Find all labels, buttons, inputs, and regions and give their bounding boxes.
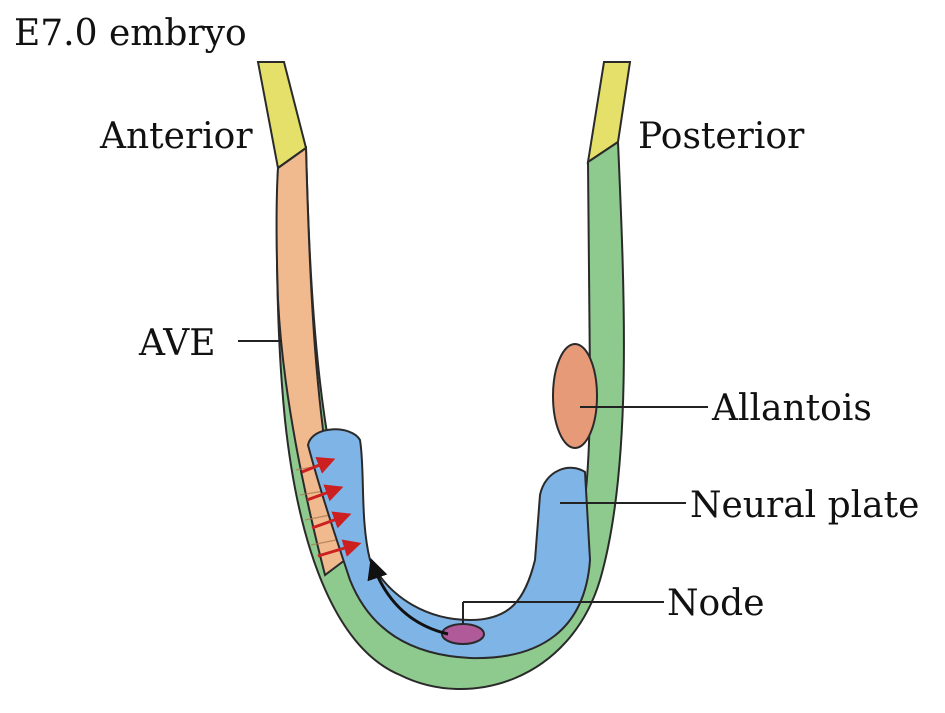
- posterior-label: Posterior: [638, 116, 805, 157]
- title-label: E7.0 embryo: [14, 13, 247, 54]
- node-label: Node: [667, 583, 765, 624]
- anterior-label: Anterior: [99, 116, 253, 157]
- ave-label: AVE: [138, 323, 215, 364]
- allantois-label: Allantois: [711, 388, 872, 429]
- node-shape: [442, 624, 484, 644]
- allantois-shape: [553, 344, 597, 448]
- neural-plate-label: Neural plate: [690, 485, 919, 526]
